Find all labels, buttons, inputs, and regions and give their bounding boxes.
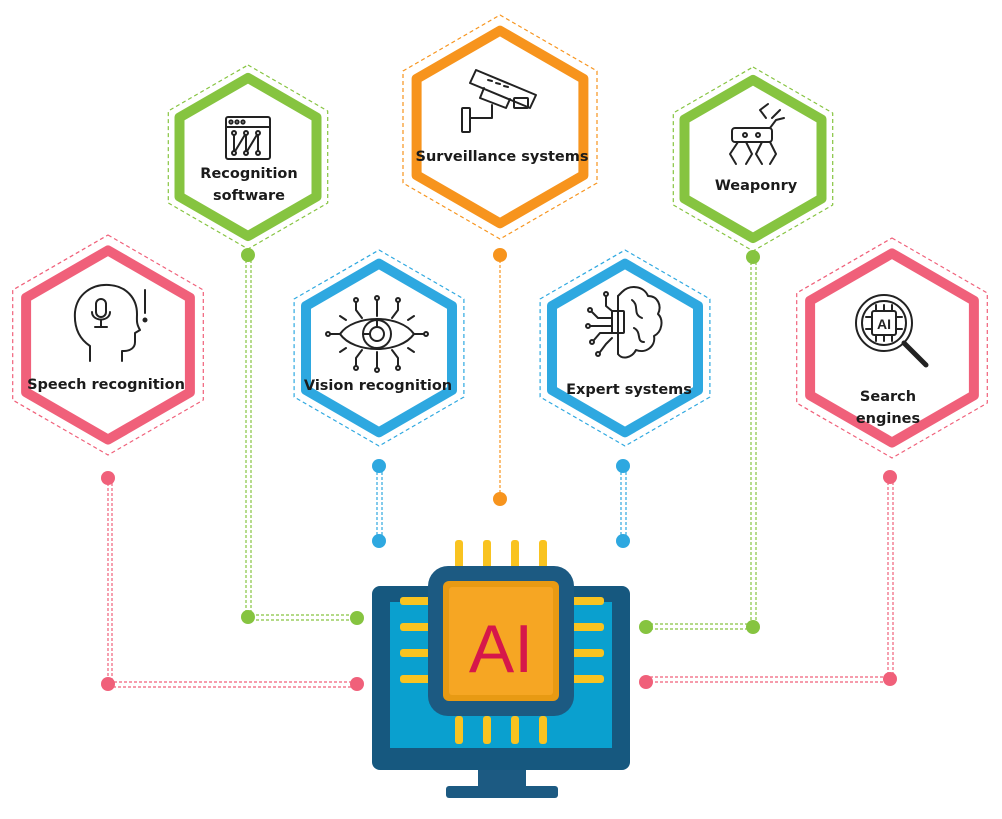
ai-magnifier-icon xyxy=(855,294,929,368)
robot-dog-icon xyxy=(729,103,785,165)
hexagon-surveillance-dashed-outline xyxy=(402,14,598,240)
connector-speech xyxy=(101,471,364,691)
ai-chip-label: AI xyxy=(469,611,533,687)
svg-text:AI: AI xyxy=(877,316,891,332)
hexagon-expert-border xyxy=(547,258,703,438)
hexagon-search xyxy=(796,237,988,459)
hexagon-speech-dashed-outline xyxy=(12,234,204,456)
hexagon-surveillance xyxy=(402,14,598,240)
hexagon-expert-dashed-outline xyxy=(539,249,711,447)
hexagon-search-border xyxy=(805,248,979,448)
head-microphone-icon xyxy=(73,283,148,362)
security-camera-icon xyxy=(461,69,537,133)
connector-vision xyxy=(372,459,386,548)
hexagon-weaponry xyxy=(672,66,834,252)
connector-weaponry xyxy=(639,250,760,634)
hexagon-weaponry-border xyxy=(679,74,827,244)
label-vision-recognition: Vision recognition xyxy=(303,378,453,394)
label-surveillance-systems: Surveillance systems xyxy=(415,149,589,165)
label-expert-systems: Expert systems xyxy=(566,382,692,398)
circuit-brain-icon xyxy=(585,286,663,359)
label-weaponry: Weaponry xyxy=(714,178,798,194)
connector-expert xyxy=(616,459,630,548)
hexagon-surveillance-border xyxy=(411,25,589,229)
hexagon-recognition xyxy=(167,64,329,250)
label-speech-recognition: Speech recognition xyxy=(27,377,185,393)
label-search-engines: Search engines xyxy=(855,389,921,427)
monitor-ai-chip-icon: AI xyxy=(372,540,630,798)
label-recognition-software: Recognition software xyxy=(200,166,298,204)
circuit-eye-icon xyxy=(325,295,429,373)
hexagon-vision-dashed-outline xyxy=(293,249,465,447)
hexagon-speech-border xyxy=(21,245,195,445)
connector-recognition xyxy=(241,248,364,625)
hexagon-expert xyxy=(539,249,711,447)
hexagon-weaponry-dashed-outline xyxy=(672,66,834,252)
hexagon-speech xyxy=(12,234,204,456)
pattern-window-icon xyxy=(225,116,271,160)
hexagon-search-dashed-outline xyxy=(796,237,988,459)
connector-search xyxy=(639,470,897,689)
hexagon-recognition-dashed-outline xyxy=(167,64,329,250)
connector-surveillance xyxy=(493,248,507,506)
hexagon-recognition-border xyxy=(174,72,322,242)
